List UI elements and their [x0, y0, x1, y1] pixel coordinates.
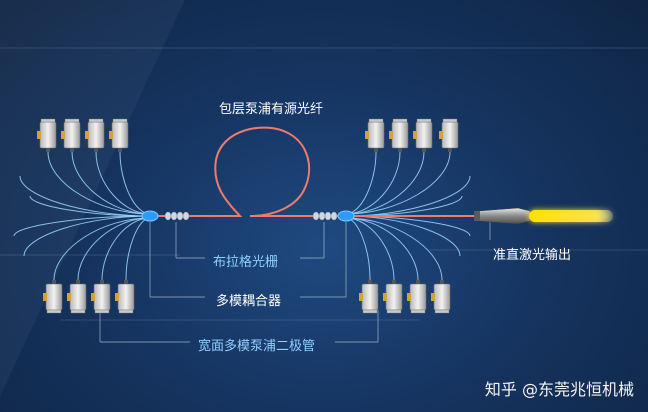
pump-diodes — [37, 118, 459, 314]
pump-fiber-right-bottom-1 — [345, 217, 371, 281]
pump-fiber-right-top-4 — [345, 151, 451, 215]
pump-fiber-left-top-3 — [95, 151, 151, 215]
label-output: 准直激光输出 — [493, 248, 572, 263]
bragg-grating-right — [312, 211, 338, 221]
pump-diode-right-top-2 — [389, 118, 409, 152]
pump-diode-right-top-4 — [439, 118, 459, 152]
leader-lines — [99, 222, 491, 343]
coupler-left — [141, 210, 159, 222]
pump-diode-left-bottom-2 — [67, 280, 87, 314]
pump-diode-left-top-1 — [37, 118, 57, 152]
background-streaks — [0, 47, 648, 321]
label-active-fiber: 包层泵浦有源光纤 — [219, 102, 324, 117]
collimator — [474, 207, 531, 225]
pump-fiber-right-bottom-3 — [345, 217, 419, 281]
pump-fiber-right-top-1 — [345, 151, 377, 215]
output-beam — [529, 210, 613, 222]
pump-diode-left-bottom-4 — [115, 280, 135, 314]
label-coupler: 多模耦合器 — [216, 294, 282, 309]
pump-fibers — [13, 151, 471, 281]
pump-fiber-left-top-4 — [119, 151, 151, 215]
coupler-right — [337, 210, 355, 222]
pump-fiber-left-extra-2 — [29, 195, 151, 217]
pump-diode-left-top-2 — [61, 118, 81, 152]
label-bragg-grating: 布拉格光栅 — [213, 255, 279, 270]
active-fiber-loop — [200, 126, 330, 217]
pump-diode-right-top-3 — [413, 118, 433, 152]
pump-fiber-left-bottom-4 — [125, 217, 151, 281]
pump-diode-right-bottom-1 — [359, 280, 379, 314]
bragg-grating-left — [164, 211, 190, 221]
pump-fiber-right-top-2 — [345, 151, 401, 215]
pump-diode-left-top-3 — [85, 118, 105, 152]
watermark: 知乎 @东莞兆恒机械 — [484, 380, 634, 399]
pump-fiber-left-bottom-1 — [53, 217, 151, 281]
pump-fiber-left-top-1 — [47, 151, 151, 215]
pump-fiber-left-top-2 — [71, 151, 151, 215]
pump-fiber-right-top-3 — [345, 151, 425, 215]
pump-diode-right-bottom-4 — [431, 280, 451, 314]
pump-fiber-right-bottom-4 — [345, 217, 443, 281]
label-pump-diodes: 宽面多模泵浦二极管 — [198, 339, 316, 354]
pump-diode-left-bottom-1 — [43, 280, 63, 314]
pump-diode-right-bottom-3 — [407, 280, 427, 314]
pump-fiber-left-extra-4 — [23, 215, 151, 257]
pump-diode-left-bottom-3 — [91, 280, 111, 314]
pump-diode-right-top-1 — [365, 118, 385, 152]
pump-diode-left-top-4 — [109, 118, 129, 152]
pump-fiber-left-extra-3 — [13, 215, 151, 237]
pump-diode-right-bottom-2 — [383, 280, 403, 314]
pump-fiber-left-bottom-2 — [77, 217, 151, 281]
